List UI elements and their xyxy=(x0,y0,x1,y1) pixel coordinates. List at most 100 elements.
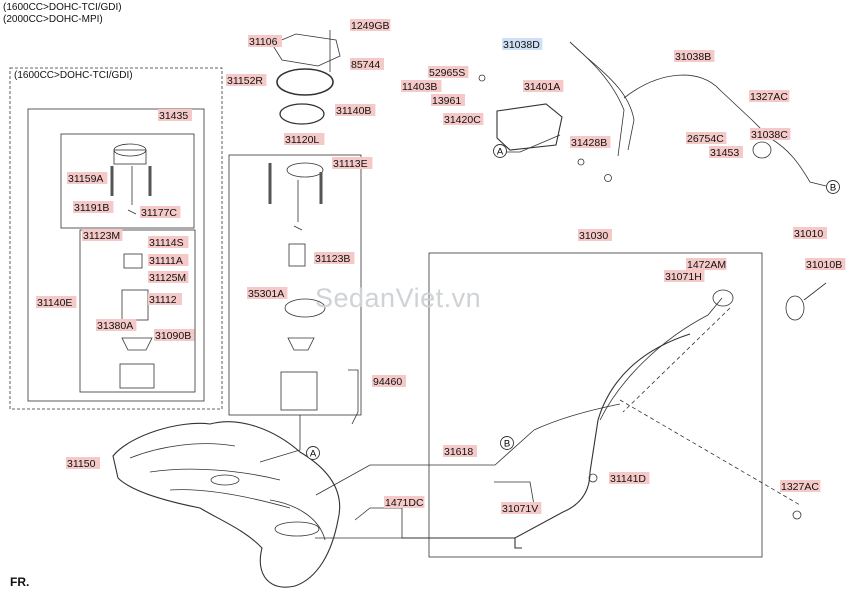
part-labels: 311061249GB8574431152R31140B31120L31113E… xyxy=(14,19,846,515)
filler-vent-pipe xyxy=(599,297,723,421)
filler-cap xyxy=(712,289,734,307)
part-number: 1472AM xyxy=(687,259,726,271)
part-label: 31113E xyxy=(332,157,373,170)
part-number: 31123M xyxy=(83,230,120,242)
pump-subframe-lower-left xyxy=(79,229,196,393)
part-number: 31125M xyxy=(149,272,186,284)
part-label: 31125M xyxy=(148,271,189,284)
part-number: 35301A xyxy=(248,288,284,300)
part-number: 31010 xyxy=(794,228,823,240)
part-label: 31140B xyxy=(335,104,376,117)
left-pump-motor xyxy=(123,253,143,269)
part-label-bg xyxy=(780,480,821,492)
part-number: 31112 xyxy=(149,294,177,306)
part-label-bg xyxy=(372,375,406,387)
pump-subframe-upper-left xyxy=(60,133,195,229)
callout-circle xyxy=(500,436,514,450)
part-label: 31123B xyxy=(314,252,355,265)
vapor-line-2 xyxy=(569,41,635,151)
part-label: 13961 xyxy=(431,94,465,107)
part-label-bg xyxy=(686,132,727,144)
part-number: 31106 xyxy=(249,36,278,48)
part-label-bg xyxy=(335,104,376,116)
part-label-bg xyxy=(154,329,195,341)
center-pump-filter xyxy=(284,298,326,318)
part-number: 31038C xyxy=(751,129,788,141)
canister-bolt-lower xyxy=(604,174,612,182)
part-label: 31106 xyxy=(248,35,282,48)
part-label: 31111A xyxy=(148,254,189,267)
orientation-label: FR. xyxy=(10,575,30,589)
variant-group-frame xyxy=(9,67,223,410)
part-label-bg xyxy=(36,296,77,308)
part-label: 31453 xyxy=(709,146,743,159)
part-label: 31123M xyxy=(82,229,123,242)
canister-bolt xyxy=(478,74,486,82)
part-number: 31038D xyxy=(503,39,540,51)
part-label: 31150 xyxy=(66,457,100,470)
tank-to-filler-line-2 xyxy=(315,507,403,539)
center-pump-seal xyxy=(287,337,315,351)
part-label-bg xyxy=(805,258,846,270)
part-label-bg xyxy=(284,133,325,145)
part-number: 11403B xyxy=(402,81,437,93)
part-number: 85744 xyxy=(351,59,380,71)
part-label: 31090B xyxy=(154,329,195,342)
tank-pump-opening xyxy=(274,521,320,537)
part-label-bg xyxy=(158,109,192,121)
callout-marker: A xyxy=(493,144,507,158)
part-label: 31191B xyxy=(73,201,114,214)
part-number: 31038B xyxy=(675,51,711,63)
filler-pipe-lower xyxy=(402,471,591,539)
filler-recirc-line xyxy=(533,403,621,431)
header-line-2: (2000CC>DOHC-MPI) xyxy=(3,14,103,25)
filler-pipe-upper xyxy=(514,333,691,549)
part-number: 31191B xyxy=(74,202,109,214)
fuel-tank-outline xyxy=(112,421,341,588)
pump-assembly-frame-center xyxy=(228,154,362,416)
filler-bolt xyxy=(792,510,802,520)
callout-letter: A xyxy=(310,449,317,460)
center-pump-motor xyxy=(288,243,306,267)
left-pump-seal xyxy=(121,337,153,351)
part-label-bg xyxy=(148,254,189,266)
part-number: 31111A xyxy=(149,255,183,267)
part-number: 52965S xyxy=(429,67,465,79)
part-label: 31038D xyxy=(502,38,543,51)
part-number: 31030 xyxy=(579,230,608,242)
part-number: 1471DC xyxy=(385,497,424,509)
part-number: 31420C xyxy=(444,114,481,126)
part-label: 31030 xyxy=(578,229,612,242)
part-label-bg xyxy=(523,80,564,92)
part-label-bg xyxy=(674,50,715,62)
part-number: 26754C xyxy=(687,133,724,145)
part-number: 1249GB xyxy=(351,20,390,32)
part-number: 13961 xyxy=(432,95,461,107)
part-label-bg xyxy=(314,252,355,264)
part-label-bg xyxy=(750,128,791,140)
filler-leader-dashed xyxy=(622,307,731,413)
part-label-bg xyxy=(226,74,267,86)
part-label-bg xyxy=(148,293,182,305)
part-label: 31120L xyxy=(284,133,325,146)
variant-group-caption: (1600CC>DOHC-TCI/GDI) xyxy=(14,70,133,81)
part-label-bg xyxy=(66,457,100,469)
vent-filter xyxy=(752,141,772,159)
callout-letter: A xyxy=(497,147,504,158)
part-number: 31113E xyxy=(333,158,368,170)
header-line-1: (1600CC>DOHC-TCI/GDI) xyxy=(3,2,122,13)
part-number: 31120L xyxy=(285,134,319,146)
part-label-bg xyxy=(82,229,123,241)
part-label: 85744 xyxy=(350,58,384,71)
part-label: 31428B xyxy=(570,136,611,149)
callout-circle xyxy=(306,446,320,460)
part-label: 31010 xyxy=(793,227,827,240)
part-number: 31071H xyxy=(665,271,702,283)
part-label-bg xyxy=(332,157,373,169)
callout-circle xyxy=(493,144,507,158)
gasket-ring xyxy=(279,103,325,125)
part-label-bg xyxy=(502,38,543,50)
part-label-bg xyxy=(73,201,114,213)
part-label: 31618 xyxy=(443,445,477,458)
